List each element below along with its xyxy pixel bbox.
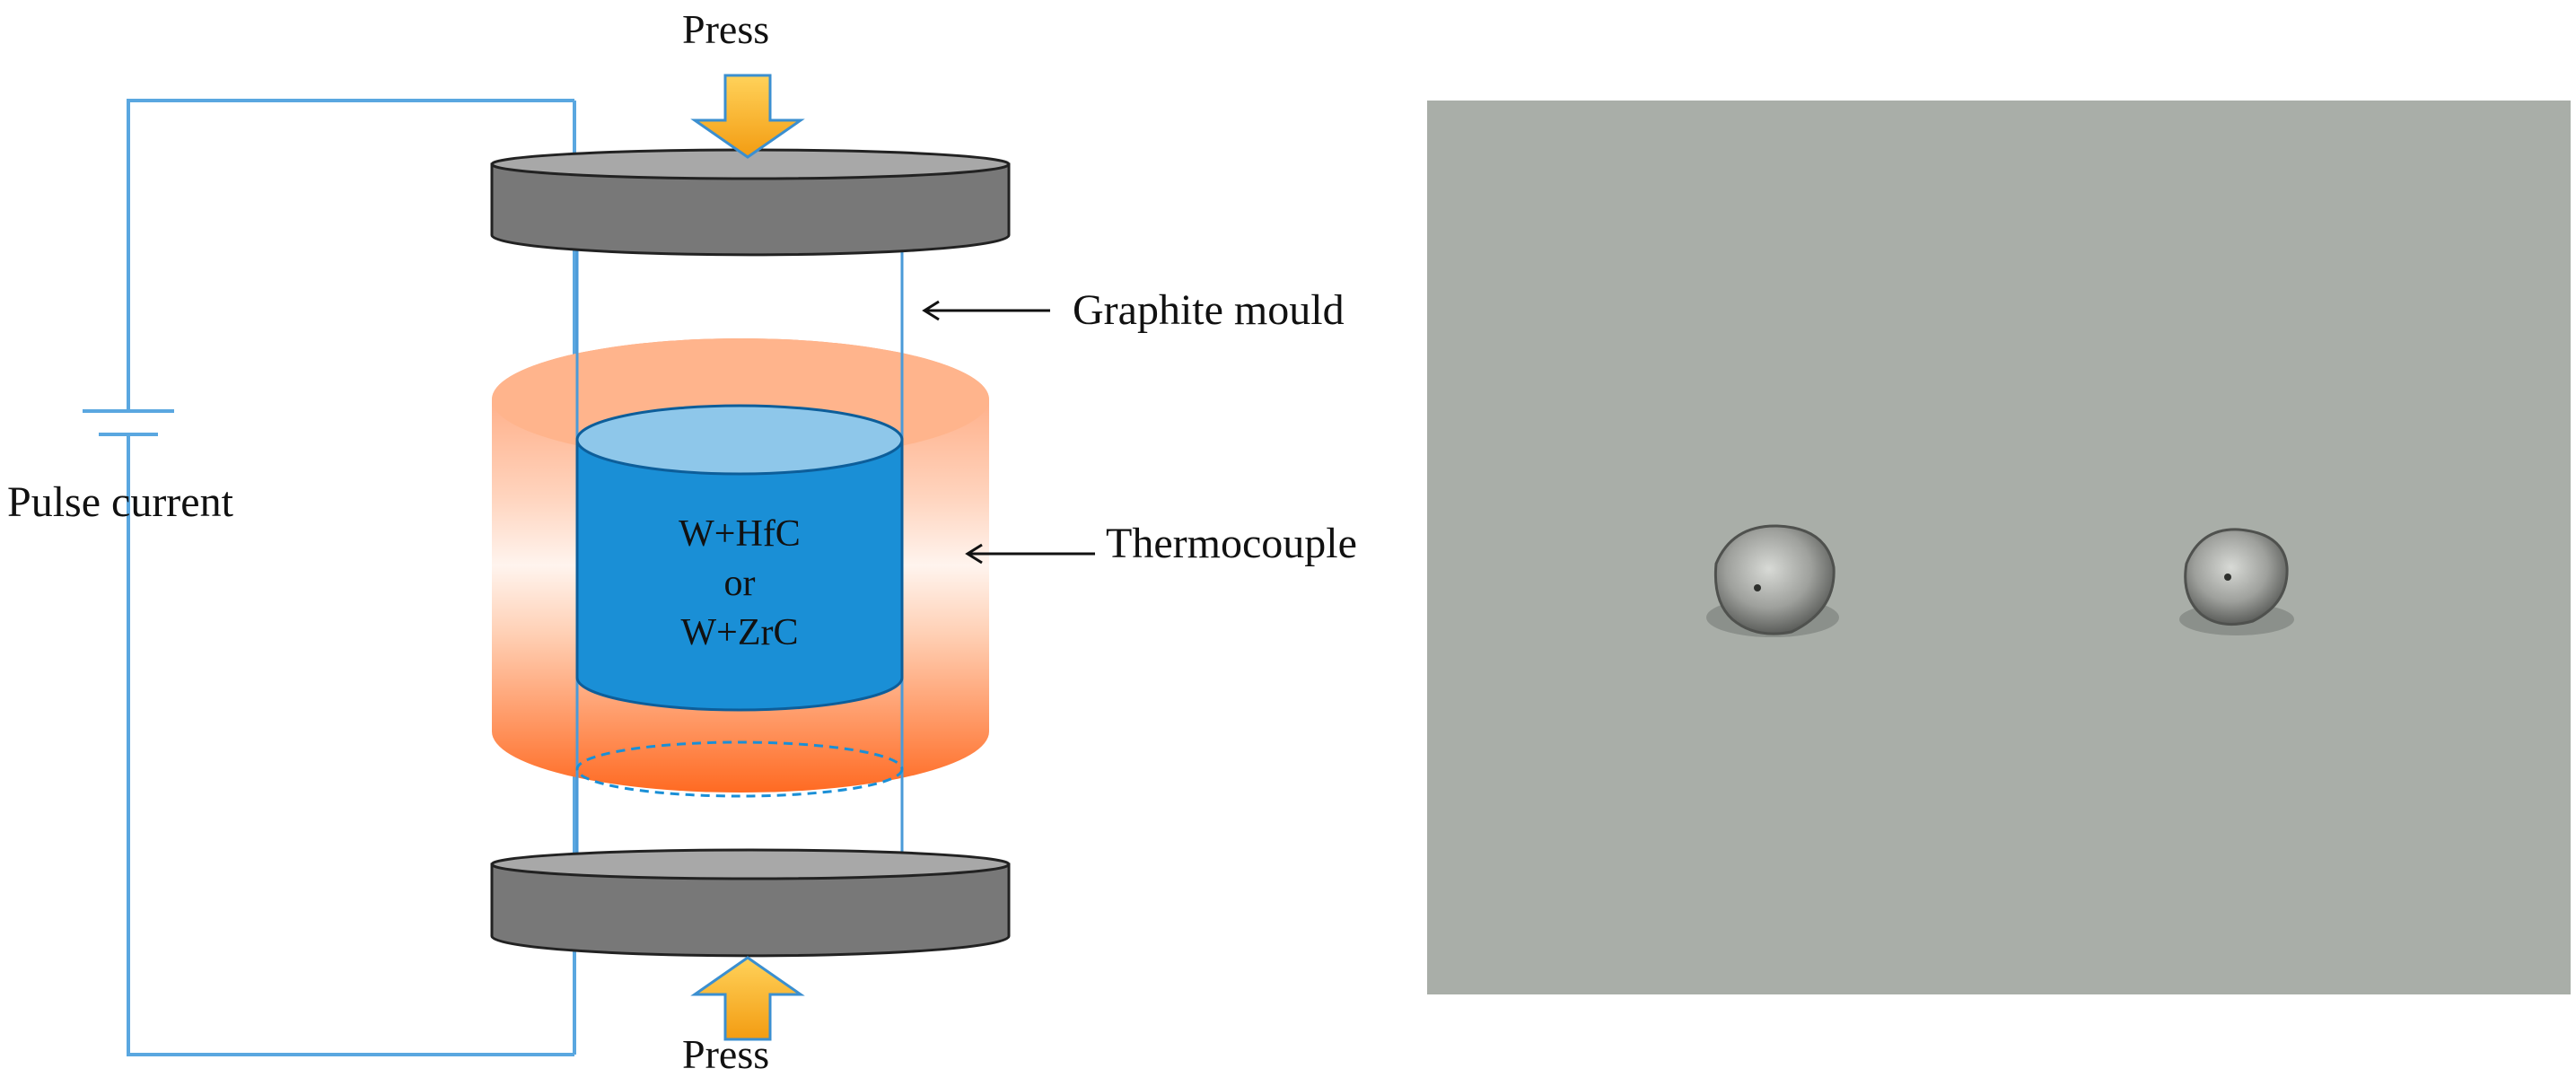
press-up-arrow-icon xyxy=(690,956,805,1041)
thermocouple-label: Thermocouple xyxy=(1106,520,1357,567)
press-top-label: Press xyxy=(682,6,770,52)
sample-composition-label: W+HfC or W+ZrC xyxy=(577,510,902,658)
battery-icon xyxy=(83,409,174,436)
bottom-press-plate xyxy=(490,848,1011,958)
sample-line-1: W+HfC xyxy=(679,513,801,555)
sample-line-2: or xyxy=(723,563,756,604)
press-bottom-label: Press xyxy=(682,1031,770,1077)
graphite-mould-pointer-arrow-icon xyxy=(922,300,1050,321)
mould-bottom-outline xyxy=(575,740,904,798)
graphite-mould-label: Graphite mould xyxy=(1073,286,1345,334)
thermocouple-pointer-arrow-icon xyxy=(965,543,1095,565)
top-press-plate xyxy=(490,148,1011,257)
pulse-current-label: Pulse current xyxy=(7,478,233,526)
sample-line-3: W+ZrC xyxy=(680,612,799,653)
sample-cylinder xyxy=(575,404,904,712)
press-down-arrow-icon xyxy=(690,74,805,159)
sample-photo xyxy=(1427,101,2571,994)
